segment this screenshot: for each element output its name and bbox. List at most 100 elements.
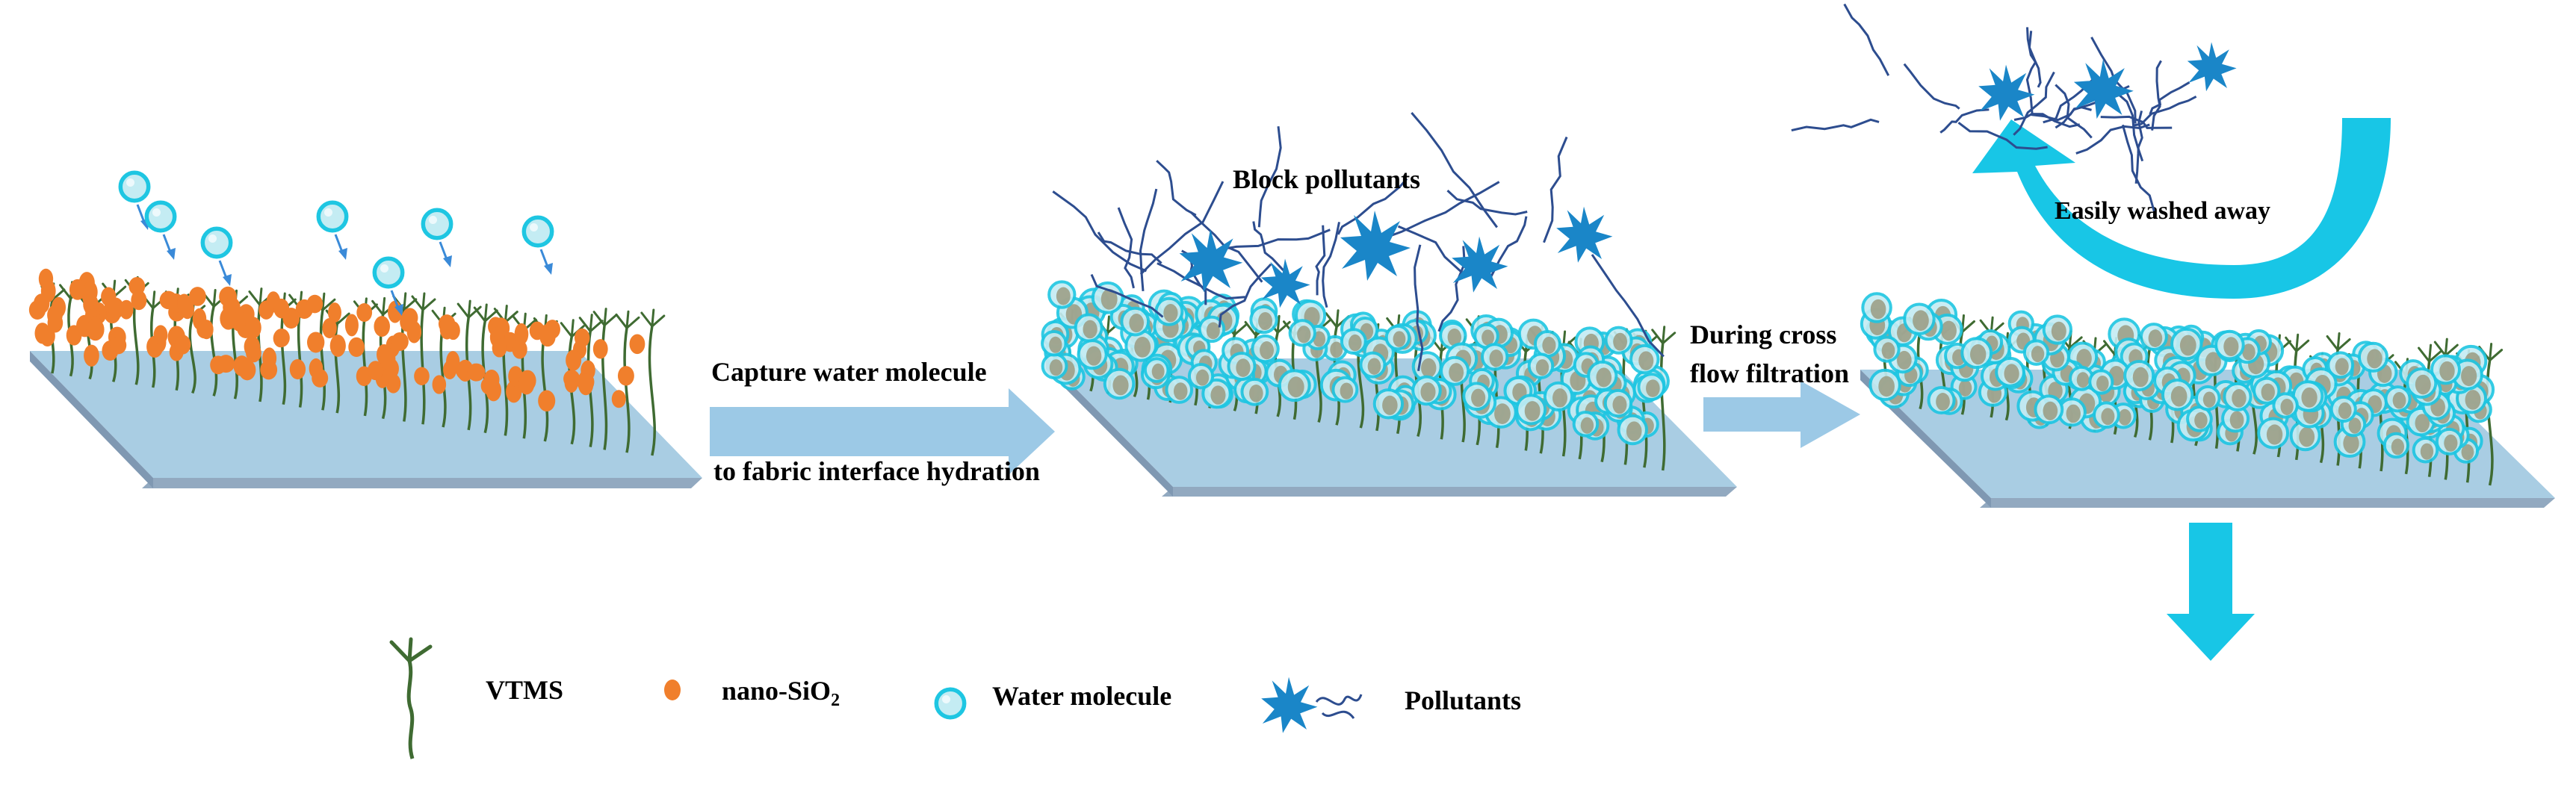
sio2-core	[1958, 379, 1972, 396]
blocked-pollutants	[1052, 112, 1665, 372]
sio2-core	[1056, 287, 1071, 305]
pollutant-chain	[1322, 222, 1340, 308]
sio2-particle	[446, 351, 460, 373]
water-molecule	[374, 258, 402, 286]
sio2-core	[1420, 382, 1436, 402]
sio2-particle	[258, 300, 274, 320]
sio2-core	[1049, 359, 1063, 376]
sio2-core	[1083, 320, 1097, 339]
sio2-core	[2266, 424, 2283, 445]
sio2-core	[1163, 304, 1178, 323]
vtms-chain	[648, 326, 656, 456]
sio2-core	[1249, 384, 1263, 402]
pollutant-chain	[2025, 31, 2037, 114]
water-molecule	[318, 202, 346, 230]
sio2-core	[1580, 417, 1594, 434]
sio2-particle	[189, 287, 206, 306]
legend-label-sio2: nano-SiO2	[722, 676, 840, 710]
sio2-particle	[86, 318, 105, 341]
sio2-core	[1349, 334, 1362, 352]
pollutant-chain	[1156, 160, 1197, 217]
pollutant-star	[1556, 206, 1613, 263]
sio2-core	[2202, 391, 2216, 408]
sio2-core	[1258, 311, 1273, 331]
sio2-core	[1481, 329, 1494, 346]
sio2-core	[1367, 358, 1381, 375]
pollutant-chain	[1139, 188, 1158, 292]
pollutant-chain	[1157, 262, 1245, 300]
sio2-core	[1941, 320, 1957, 341]
vtms-branch	[578, 314, 604, 333]
pollutant-star	[1452, 236, 1508, 293]
pollutant-star	[2187, 42, 2237, 92]
sio2-particle	[380, 347, 396, 370]
sio2-core	[2051, 321, 2066, 341]
step-label-capture: Capture water molecule	[711, 357, 987, 387]
sio2-particle	[344, 314, 359, 337]
sio2-particle	[529, 321, 545, 340]
vtms-branch	[2326, 332, 2351, 351]
sio2-core	[1330, 341, 1343, 358]
sio2-particle	[38, 268, 54, 290]
sio2-particle	[159, 290, 178, 310]
sio2-core	[2148, 329, 2163, 347]
vtms-branch	[2285, 333, 2310, 352]
sio2-core	[2132, 367, 2149, 388]
pollutant-star	[1179, 228, 1243, 293]
sio2-particle	[391, 332, 409, 352]
pollutant-chain	[1939, 108, 1990, 134]
capture-arrowhead	[443, 255, 452, 267]
sio2-core	[2043, 401, 2058, 420]
pollutant-chain	[1257, 126, 1282, 228]
sio2-core	[2439, 361, 2455, 381]
sio2-core	[1340, 382, 1354, 399]
legend: VTMS nano-SiO2 Water molecule Pollutants	[389, 637, 1521, 759]
vtms-branch	[2418, 343, 2443, 363]
sio2-particle	[480, 376, 498, 395]
sio2-core	[1471, 388, 1486, 407]
sio2-core	[2391, 438, 2405, 455]
sio2-particle	[289, 358, 306, 380]
sio2-core	[1206, 322, 1220, 340]
step-label-hydration: to fabric interface hydration	[713, 456, 1040, 486]
pollutant-chain	[2151, 60, 2162, 131]
sio2-core	[2301, 387, 2318, 408]
sio2-particle	[69, 279, 86, 300]
sio2-core	[2465, 390, 2481, 410]
hydrated-sio2-layer-2	[1041, 280, 1670, 446]
vtms-branch	[2433, 338, 2459, 357]
sio2-core	[1134, 336, 1151, 358]
sio2-particle	[348, 337, 365, 358]
pollutant-chain	[2013, 71, 2055, 136]
sio2-particle	[101, 287, 117, 307]
sio2-particle	[238, 359, 256, 381]
pollutant-star	[1978, 64, 2035, 121]
sio2-core	[1449, 363, 1464, 382]
panel-1-uncoated-fabric	[28, 172, 702, 488]
vtms-branch	[615, 310, 640, 329]
pollutant-chain	[2031, 105, 2092, 122]
incoming-water-molecules	[120, 172, 553, 316]
sio2-core	[2096, 375, 2109, 392]
sio2-core	[2066, 404, 2081, 423]
water-molecule	[120, 172, 148, 200]
nano-sio2-layer-1	[28, 268, 645, 412]
sio2-particle	[563, 370, 580, 388]
water-molecule	[423, 210, 451, 237]
pollutant-chain	[1315, 225, 1326, 296]
pollutant-chain	[1414, 244, 1424, 372]
sio2-particle	[514, 323, 529, 345]
vtms-icon	[389, 637, 433, 759]
sio2-particle	[177, 293, 191, 313]
sio2-particle	[322, 317, 337, 339]
sio2-core	[2367, 349, 2383, 369]
sio2-core	[1151, 363, 1165, 380]
panel-2-hydrated-fabric	[1041, 112, 1737, 497]
pollutant-chain	[1381, 181, 1500, 240]
sio2-particle	[356, 303, 373, 322]
sio2-particle	[467, 363, 486, 382]
sio2-core	[2420, 443, 2434, 460]
sio2-particle	[566, 349, 582, 371]
water-molecule-icon	[936, 689, 964, 717]
hydrated-sio2-layer-3	[1860, 292, 2495, 464]
